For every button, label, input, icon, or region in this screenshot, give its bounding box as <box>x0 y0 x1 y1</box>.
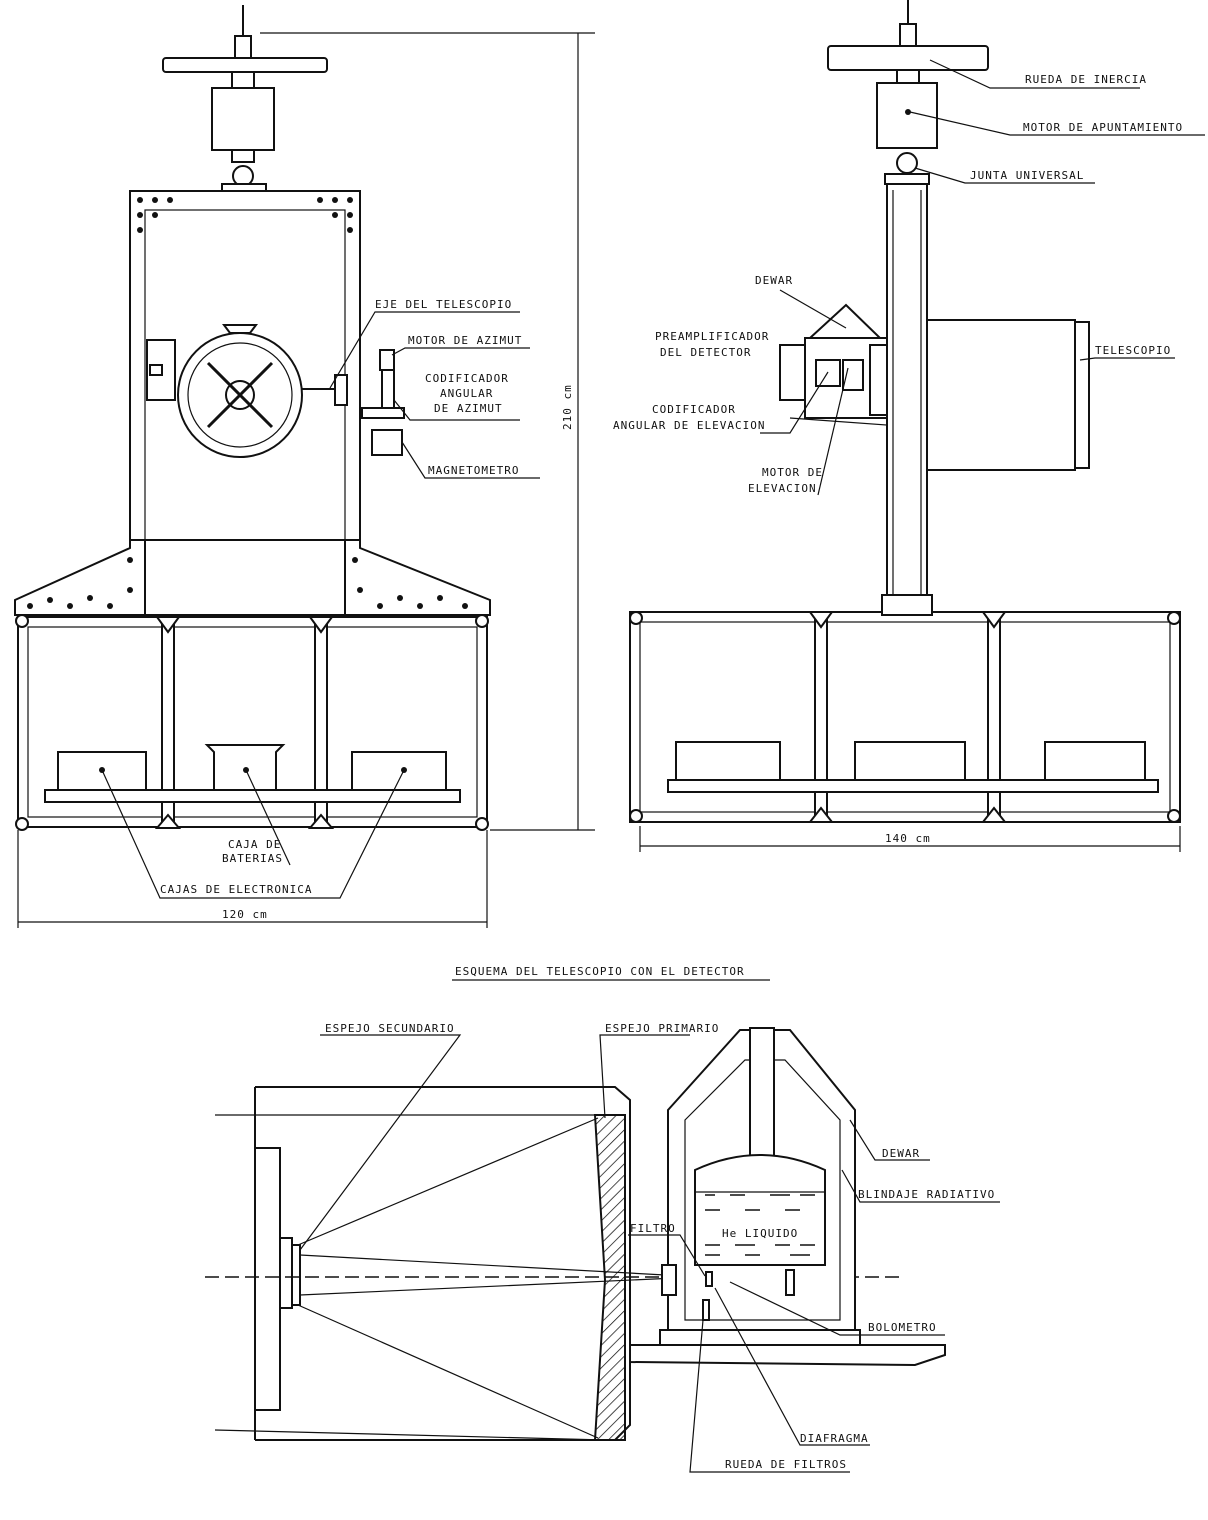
label-motor-apuntamiento: MOTOR DE APUNTAMIENTO <box>1023 121 1183 134</box>
battery-box <box>854 741 966 781</box>
height-dimension: 210 cm <box>561 384 574 430</box>
electronics-box <box>1044 741 1146 781</box>
pointing-motor <box>876 82 938 149</box>
lower-frame <box>17 616 488 828</box>
electronics-box <box>351 751 447 791</box>
width-dimension-140: 140 cm <box>885 832 931 845</box>
label-preamp-1: PREAMPLIFICADOR <box>655 330 769 343</box>
dewar-top <box>807 303 883 339</box>
label-bolometro: BOLOMETRO <box>868 1321 937 1334</box>
label-codif-1: CODIFICADOR <box>652 403 736 416</box>
electronics-box <box>675 741 781 781</box>
filter <box>661 1264 677 1296</box>
azimuth-motor <box>379 349 395 371</box>
label-filtro: FILTRO <box>630 1222 676 1235</box>
label-espejo-primario: ESPEJO PRIMARIO <box>605 1022 719 1035</box>
inertia-wheel <box>162 57 328 73</box>
telescope-tube <box>926 319 1076 471</box>
support-column <box>886 183 928 611</box>
width-dimension-120: 120 cm <box>222 908 268 921</box>
filter-wheel <box>702 1299 710 1321</box>
label-rueda-filtros: RUEDA DE FILTROS <box>725 1458 847 1471</box>
label-espejo-secundario: ESPEJO SECUNDARIO <box>325 1022 455 1035</box>
schematic-title: ESQUEMA DEL TELESCOPIO CON EL DETECTOR <box>455 965 745 978</box>
label-preamp-2: DEL DETECTOR <box>660 346 751 359</box>
label-rueda: RUEDA DE INERCIA <box>1025 73 1147 86</box>
label-magnetometro: MAGNETOMETRO <box>428 464 519 477</box>
label-dewar-schematic: DEWAR <box>882 1147 920 1160</box>
telescope-schematic: ESQUEMA DEL TELESCOPIO CON EL DETECTOR <box>205 965 1000 1473</box>
label-diafragma: DIAFRAGMA <box>800 1432 869 1445</box>
label-blindaje: BLINDAJE RADIATIVO <box>858 1188 995 1201</box>
label-he-liquido: He LIQUIDO <box>722 1227 798 1240</box>
label-codificador-3: DE AZIMUT <box>434 402 503 415</box>
universal-joint <box>896 152 918 174</box>
label-caja-2: BATERIAS <box>222 852 283 865</box>
pointing-motor <box>211 87 275 151</box>
label-telescopio: TELESCOPIO <box>1095 344 1171 357</box>
inertia-wheel <box>827 45 989 71</box>
preamplifier <box>779 344 806 401</box>
label-junta: JUNTA UNIVERSAL <box>970 169 1084 182</box>
label-motor-elev-2: ELEVACION <box>748 482 817 495</box>
label-caja-1: CAJA DE <box>228 838 281 851</box>
label-motor-elev-1: MOTOR DE <box>762 466 823 479</box>
label-cajas-electronica: CAJAS DE ELECTRONICA <box>160 883 312 896</box>
secondary-mirror <box>291 1244 301 1306</box>
front-view: EJE DEL TELESCOPIO MOTOR DE AZIMUT CODIF… <box>14 5 595 928</box>
shaft-clamp <box>234 35 252 59</box>
label-codificador-1: CODIFICADOR <box>425 372 509 385</box>
bolometer <box>705 1271 713 1287</box>
label-codificador-2: ANGULAR <box>440 387 493 400</box>
label-codif-2: ANGULAR DE ELEVACION <box>613 419 765 432</box>
label-eje: EJE DEL TELESCOPIO <box>375 298 512 311</box>
label-motor-azimut: MOTOR DE AZIMUT <box>408 334 522 347</box>
label-dewar: DEWAR <box>755 274 793 287</box>
side-view: RUEDA DE INERCIA MOTOR DE APUNTAMIENTO J… <box>613 0 1205 852</box>
magnetometer <box>371 429 403 456</box>
